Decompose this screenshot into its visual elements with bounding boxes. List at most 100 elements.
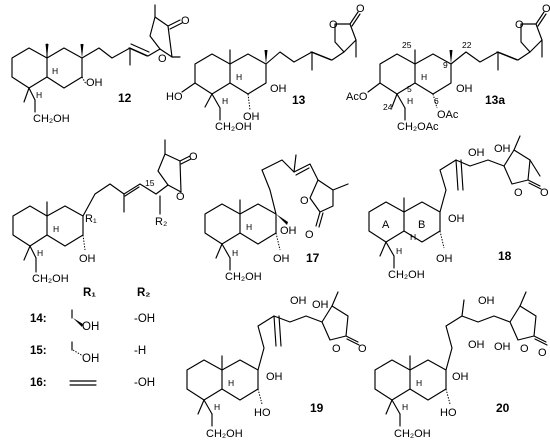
o-ring-17: O <box>300 195 309 207</box>
ring-a-18: A <box>382 219 390 231</box>
h-17a: H <box>246 222 252 232</box>
oh1-18: OH <box>468 147 485 159</box>
ch2oh-19: CH₂OH <box>206 428 243 440</box>
o-carbonyl-18: O <box>540 187 549 199</box>
legend-r-groups: R₁ R₂ 14: OH -OH 15: OH -H 16: -OH <box>30 287 155 389</box>
ch2oh-17: CH₂OH <box>225 271 262 283</box>
n24: 24 <box>383 102 393 112</box>
structure-12: OH CH₂OH O O H H 12 <box>11 4 190 125</box>
n22: 22 <box>462 40 472 50</box>
oh2-18: OH <box>494 143 511 155</box>
oh1-19: OH <box>290 295 307 307</box>
ho-19: HO <box>254 407 271 419</box>
oh2-17: OH <box>273 253 290 265</box>
h-17b: H <box>232 248 238 258</box>
n5: 5 <box>407 84 412 94</box>
structure-17: OH OH CH₂OH O O H H 17 <box>204 154 349 283</box>
oac-13a: OAc <box>437 109 459 121</box>
label-13a: 13a <box>485 93 505 107</box>
oh3-20: OH <box>452 371 469 383</box>
legend-row-14-r2: -OH <box>134 313 155 325</box>
aco-13a: AcO <box>346 91 368 103</box>
h-13b: H <box>222 96 228 106</box>
legend-head-r2: R₂ <box>137 287 150 299</box>
label-12: 12 <box>118 91 132 105</box>
h-20a: H <box>416 378 422 388</box>
h-14b: H <box>37 248 43 258</box>
legend-row-14-id: 14: <box>30 313 47 325</box>
r1-14: R₁ <box>85 213 97 225</box>
n25: 25 <box>402 40 412 50</box>
h-13a: H <box>236 72 242 82</box>
o-carbonyl-12: O <box>181 15 190 27</box>
oh4-18: OH <box>436 253 453 265</box>
oh-14: OH <box>79 253 96 265</box>
o-carbonyl-19: O <box>358 343 367 355</box>
ch2oh-12: CH₂OH <box>33 113 70 125</box>
o-ring-19: O <box>332 343 341 355</box>
h-18a: H <box>410 232 416 242</box>
h-12a: H <box>52 66 58 76</box>
legend-row-14-r1: OH <box>82 321 99 333</box>
h-20b: H <box>402 402 408 412</box>
ch2oh-14: CH₂OH <box>32 273 69 285</box>
legend-row-16-r2: -OH <box>134 377 155 389</box>
legend-head-r1: R₁ <box>83 287 96 299</box>
ring-b-18: B <box>418 219 425 231</box>
o-ring-14: O <box>176 191 185 203</box>
legend-row-15-id: 15: <box>30 345 47 357</box>
label-19: 19 <box>310 401 324 415</box>
structure-13: OH HO OH CH₂OH O O H H 13 <box>166 3 365 133</box>
oh4-20: OH <box>494 341 511 353</box>
h-18b: H <box>396 246 402 256</box>
oh2-20: OH <box>468 339 485 351</box>
h-19a: H <box>228 378 234 388</box>
n6: 6 <box>434 96 439 106</box>
structure-20: OH OH OH OH HO CH₂OH O O H H 20 <box>374 291 548 440</box>
label-20: 20 <box>496 401 510 415</box>
ho-20: HO <box>440 407 457 419</box>
h-13a-b: H <box>407 96 413 106</box>
ho-13: HO <box>166 91 183 103</box>
oh-12: OH <box>86 77 103 89</box>
label-17: 17 <box>306 251 320 265</box>
structure-18: OH OH OH OH CH₂OH O O A B H H 18 <box>368 135 549 281</box>
o-ring-18: O <box>514 187 523 199</box>
legend-row-15-r1: OH <box>82 353 99 365</box>
oh3-18: OH <box>448 213 465 225</box>
oh-17: OH <box>280 225 297 237</box>
oh-13: OH <box>270 83 287 95</box>
oh3-19: OH <box>266 371 283 383</box>
o-carbonyl-17: O <box>305 229 314 241</box>
structure-19: OH OH OH HO CH₂OH O O H H 19 <box>186 291 367 440</box>
oh2-19: OH <box>312 299 329 311</box>
n9: 9 <box>443 60 448 70</box>
ch2oh-13: CH₂OH <box>215 121 252 133</box>
o-ring-12: O <box>158 53 167 65</box>
h-14a: H <box>53 224 59 234</box>
h-12b: H <box>36 90 42 100</box>
structure-14-16: OH CH₂OH R₁ R₂ 15 O O H H <box>12 139 198 285</box>
oh1-20: OH <box>478 295 495 307</box>
o-carbonyl-14: O <box>189 151 198 163</box>
ch2oac-13a: CH₂OAc <box>397 121 439 133</box>
h-19b: H <box>214 402 220 412</box>
label-13: 13 <box>292 93 306 107</box>
o-ring-20: O <box>520 343 529 355</box>
o-carbonyl-13: O <box>356 3 365 15</box>
oh-13a: OH <box>456 83 473 95</box>
o-carbonyl-13a: O <box>542 3 550 15</box>
label-18: 18 <box>498 249 512 263</box>
o-ring-13a: O <box>515 19 524 31</box>
r2-14: R₂ <box>155 216 167 228</box>
ch2oh-20: CH₂OH <box>394 428 431 440</box>
legend-row-15-r2: -H <box>134 345 146 357</box>
o-carbonyl-20: O <box>538 347 547 359</box>
o-ring-13: O <box>329 19 338 31</box>
legend-row-16-id: 16: <box>30 377 47 389</box>
ch2oh-18: CH₂OH <box>388 269 425 281</box>
n15: 15 <box>145 178 155 188</box>
h-13a-a: H <box>421 72 427 82</box>
